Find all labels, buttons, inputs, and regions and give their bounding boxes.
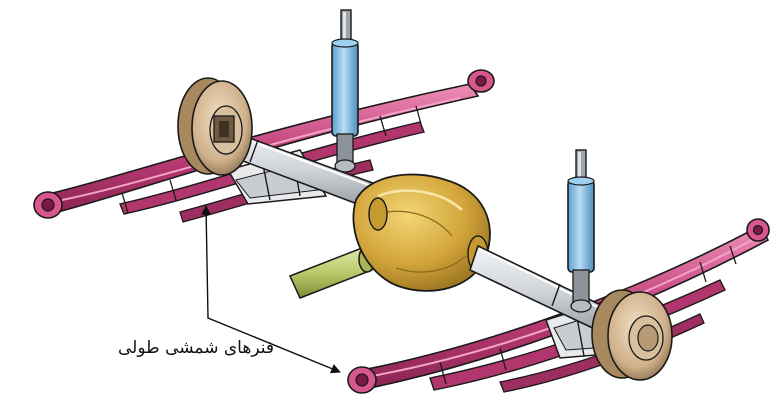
differential-housing [353, 174, 490, 290]
shock-absorber-right [568, 150, 594, 312]
wheel-hub-left [178, 78, 252, 175]
leaf-springs-label: فنرهای شمشی طولی [118, 338, 274, 358]
wheel-hub-right [592, 290, 672, 380]
